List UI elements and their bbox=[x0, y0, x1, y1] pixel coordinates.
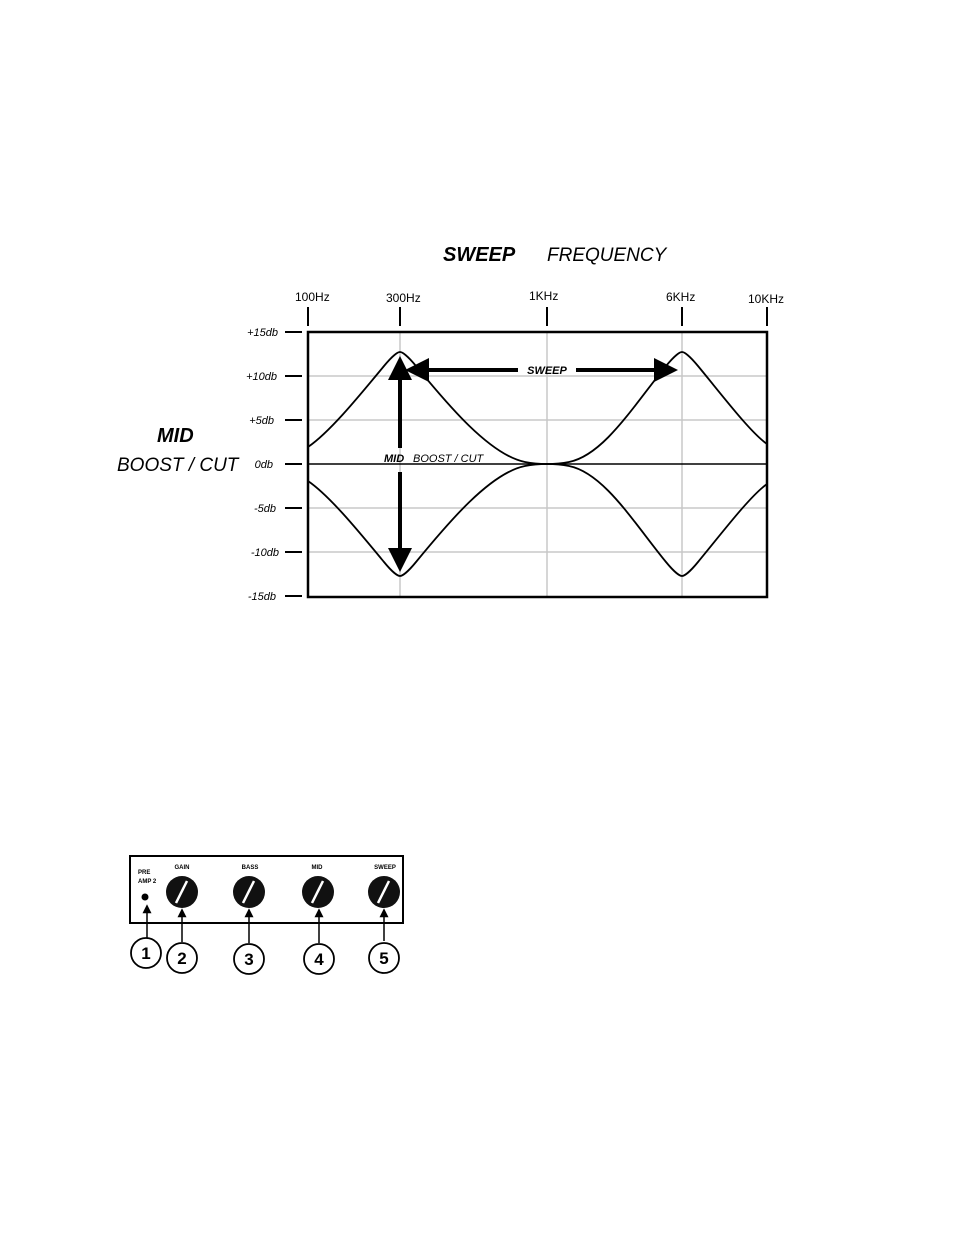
pre-amp-jack[interactable] bbox=[142, 894, 149, 901]
graph-title-bold: SWEEP bbox=[443, 244, 516, 266]
callout-number-3: 3 bbox=[244, 950, 253, 969]
freq-label-6khz: 6KHz bbox=[666, 290, 695, 304]
boost-arrow-label-rest: BOOST / CUT bbox=[413, 453, 485, 465]
freq-label-1khz: 1KHz bbox=[529, 289, 558, 303]
side-subtitle-boost-cut: BOOST / CUT bbox=[117, 455, 240, 476]
sweep-frequency-graph: SWEEP FREQUENCY 100Hz 300Hz 1KHz 6KHz 10… bbox=[0, 0, 954, 640]
boost-arrow-label-bold: MID bbox=[384, 453, 404, 465]
db-label-minus5: -5db bbox=[254, 503, 276, 515]
db-ticks bbox=[285, 332, 302, 596]
db-label-plus15: +15db bbox=[247, 327, 278, 339]
freq-label-100hz: 100Hz bbox=[295, 290, 330, 304]
db-label-minus10: -10db bbox=[251, 547, 279, 559]
callout-number-5: 5 bbox=[379, 949, 388, 968]
pre-amp-label-line1: PRE bbox=[138, 870, 150, 876]
knob-label-gain: GAIN bbox=[175, 865, 190, 871]
knob-label-sweep: SWEEP bbox=[374, 865, 396, 871]
preamp-control-panel: PRE AMP 2 GAIN BASS MID SWEEP bbox=[0, 840, 954, 980]
callout-number-4: 4 bbox=[314, 950, 324, 969]
mid-knob[interactable] bbox=[302, 876, 334, 908]
callout-number-1: 1 bbox=[141, 944, 150, 963]
cut-curve bbox=[308, 464, 767, 576]
freq-label-10khz: 10KHz bbox=[748, 292, 784, 306]
sweep-arrow-label: SWEEP bbox=[527, 365, 567, 377]
db-label-0: 0db bbox=[255, 459, 273, 471]
sweep-knob[interactable] bbox=[368, 876, 400, 908]
gain-knob[interactable] bbox=[166, 876, 198, 908]
graph-title-rest: FREQUENCY bbox=[547, 245, 668, 266]
bass-knob[interactable] bbox=[233, 876, 265, 908]
db-label-minus15: -15db bbox=[248, 591, 276, 603]
freq-label-300hz: 300Hz bbox=[386, 291, 421, 305]
db-label-plus5: +5db bbox=[249, 415, 274, 427]
callout-number-2: 2 bbox=[177, 949, 186, 968]
knob-label-mid: MID bbox=[312, 865, 324, 871]
side-title-mid: MID bbox=[157, 425, 194, 447]
db-label-plus10: +10db bbox=[246, 371, 277, 383]
knob-label-bass: BASS bbox=[242, 865, 259, 871]
freq-ticks bbox=[308, 307, 767, 326]
pre-amp-label-line2: AMP 2 bbox=[138, 879, 157, 885]
